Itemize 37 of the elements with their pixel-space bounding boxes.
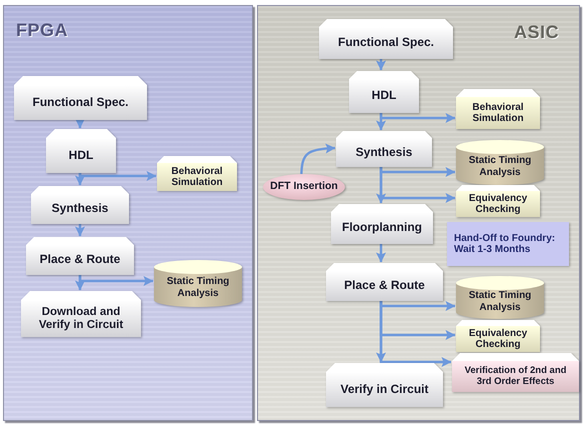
arrow xyxy=(380,166,456,177)
step-label: Equivalency Checking xyxy=(468,192,528,215)
arrow xyxy=(376,300,386,362)
arrow xyxy=(376,243,386,262)
step-label: Place & Route xyxy=(344,278,425,292)
step-label: Download and Verify in Circuit xyxy=(38,306,124,330)
step-label: Equivalency Checking xyxy=(468,328,528,350)
arrow xyxy=(78,171,156,181)
arrow xyxy=(75,223,85,236)
step-label: Synthesis xyxy=(356,144,412,159)
step-label: Static Timing Analysis xyxy=(468,155,532,178)
arrow xyxy=(75,118,85,128)
arrow xyxy=(376,166,386,204)
step-label: Static Timing Analysis xyxy=(166,276,230,298)
flow-panel xyxy=(257,5,580,421)
arrow xyxy=(78,274,154,286)
step-label: Floorplanning xyxy=(342,220,422,234)
panel-title: ASIC xyxy=(514,22,559,43)
step-label: Behavioral Simulation xyxy=(171,166,223,188)
step-label: Behavioral Simulation xyxy=(472,102,524,124)
step-label: Static Timing Analysis xyxy=(468,290,532,312)
arrow xyxy=(380,112,456,123)
arrow xyxy=(380,300,456,311)
step-label: Verify in Circuit xyxy=(340,382,429,396)
step-label: Place & Route xyxy=(40,252,120,266)
flow-panel xyxy=(3,5,253,421)
panel-title: FPGA xyxy=(16,20,68,41)
step-label: Verification of 2nd and 3rd Order Effects xyxy=(464,364,566,386)
step-label: DFT Insertion xyxy=(270,180,338,192)
step-label: Functional Spec. xyxy=(32,94,128,109)
step-label: HDL xyxy=(68,148,94,162)
step-label: Functional Spec. xyxy=(338,35,434,50)
step-label: HDL xyxy=(372,88,396,102)
arrow xyxy=(300,144,336,174)
step-label: Synthesis xyxy=(52,201,108,216)
arrow xyxy=(376,58,386,70)
note-text: Hand-Off to Foundry: Wait 1-3 Months xyxy=(454,232,556,255)
